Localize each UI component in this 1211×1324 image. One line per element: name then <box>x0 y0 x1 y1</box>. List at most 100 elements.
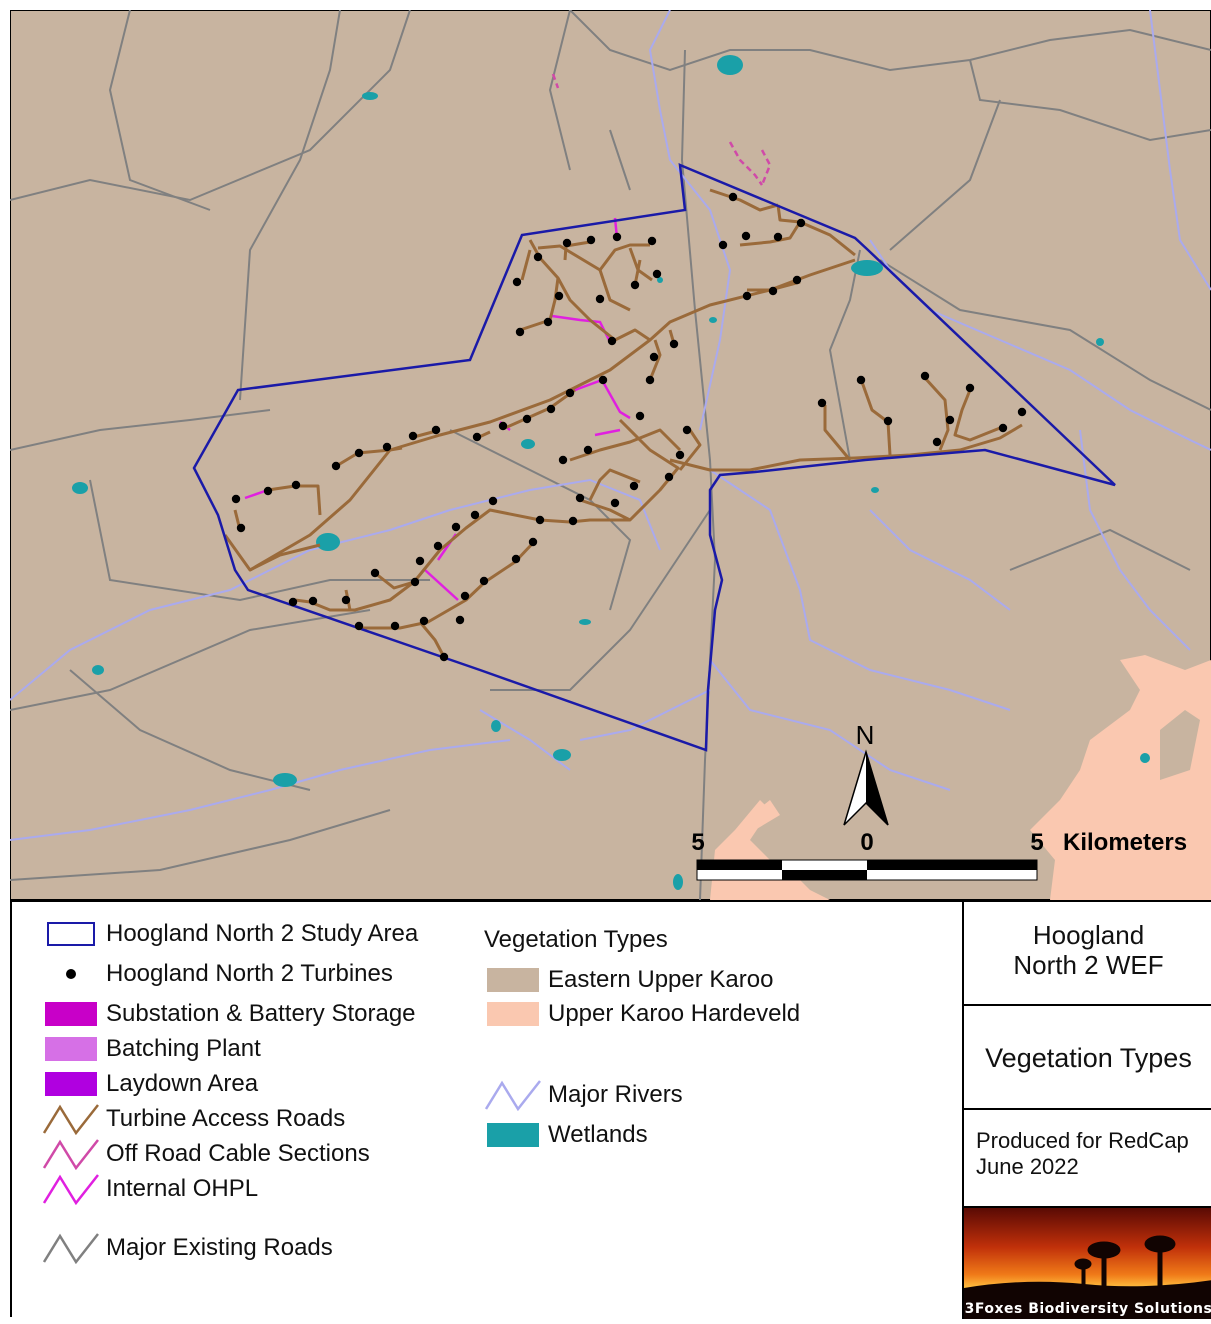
legend-item-batching-plant: Batching Plant <box>42 1033 261 1065</box>
turbine-marker <box>535 515 545 525</box>
turbine-marker <box>419 616 429 626</box>
scale-label-right: 5 <box>1030 829 1043 856</box>
north-arrow-label: N <box>856 720 875 750</box>
logo-text: 3Foxes Biodiversity Solutions <box>964 1301 1211 1317</box>
turbine-marker <box>231 494 241 504</box>
turbine-marker <box>415 556 425 566</box>
turbine-marker <box>511 554 521 564</box>
turbine-marker <box>568 516 578 526</box>
turbine-marker <box>341 595 351 605</box>
batching-plant-swatch <box>45 1037 97 1061</box>
turbine-marker <box>354 448 364 458</box>
turbine-marker <box>1017 407 1027 417</box>
turbine-marker <box>515 327 525 337</box>
turbine-marker <box>682 425 692 435</box>
legend-item-laydown-area: Laydown Area <box>42 1068 258 1100</box>
turbine-marker <box>595 294 605 304</box>
turbine-marker <box>460 591 470 601</box>
turbine-marker <box>472 432 482 442</box>
vegetation-heading: Vegetation Types <box>484 926 668 953</box>
legend-label: Major Existing Roads <box>106 1234 333 1261</box>
turbine-marker <box>583 445 593 455</box>
turbine-marker <box>439 652 449 662</box>
turbine-marker <box>370 568 380 578</box>
turbine-marker <box>546 404 556 414</box>
turbine-marker <box>612 232 622 242</box>
legend-label: Hoogland North 2 Study Area <box>106 920 419 947</box>
turbine-marker <box>565 388 575 398</box>
turbine-marker <box>741 231 751 241</box>
project-title-line2: North 2 WEF <box>1013 950 1164 980</box>
study-area-swatch <box>47 922 95 946</box>
turbine-marker <box>451 522 461 532</box>
turbine-marker <box>773 232 783 242</box>
turbine-marker <box>562 238 572 248</box>
production-date: June 2022 <box>976 1154 1079 1179</box>
turbine-marker <box>932 437 942 447</box>
turbine-marker <box>883 416 893 426</box>
turbine-marker <box>792 275 802 285</box>
turbine-marker <box>522 414 532 424</box>
eastern-upper-karoo-area <box>10 10 1211 900</box>
turbine-marker <box>728 192 738 202</box>
wetlands <box>72 55 1150 890</box>
production-note: Produced for RedCap June 2022 <box>964 1110 1211 1208</box>
title-block: Hoogland North 2 WEF Vegetation Types Pr… <box>962 902 1211 1319</box>
legend-label: Upper Karoo Hardeveld <box>548 1000 801 1027</box>
turbine-marker <box>512 277 522 287</box>
turbine-marker <box>742 291 752 301</box>
turbine-marker <box>664 472 674 482</box>
project-title-line1: Hoogland <box>1032 920 1145 950</box>
laydown-area-swatch <box>45 1072 97 1096</box>
wetlands-swatch <box>487 1123 539 1147</box>
legend-item-turbines: Hoogland North 2 Turbines <box>42 958 393 990</box>
turbine-marker <box>607 336 617 346</box>
turbine-marker <box>263 486 273 496</box>
turbine-marker <box>382 442 392 452</box>
legend-label: Laydown Area <box>106 1070 259 1097</box>
upper-karoo-hardeveld-swatch <box>487 1002 539 1026</box>
turbine-marker <box>498 421 508 431</box>
turbines <box>231 192 1027 662</box>
turbine-marker <box>945 415 955 425</box>
legend-item-study-area: Hoogland North 2 Study Area <box>42 918 418 950</box>
legend-item-major-rivers: Major Rivers <box>484 1079 683 1111</box>
legend-item-upper-karoo-hardeveld: Upper Karoo Hardeveld <box>484 998 800 1030</box>
zigzag-line-icon <box>42 1174 99 1205</box>
legend-label: Off Road Cable Sections <box>106 1140 370 1167</box>
turbine-marker <box>598 375 608 385</box>
turbine-marker <box>543 317 553 327</box>
turbine-marker <box>408 431 418 441</box>
legend-item-substation: Substation & Battery Storage <box>42 998 416 1030</box>
turbine-marker <box>479 576 489 586</box>
legend-item-wetlands: Wetlands <box>484 1119 648 1151</box>
turbine-marker <box>796 218 806 228</box>
turbine-marker <box>291 480 301 490</box>
off-road-cable-sections <box>551 73 772 186</box>
zigzag-line-icon <box>484 1080 541 1111</box>
turbine-marker <box>433 541 443 551</box>
turbine-marker <box>675 450 685 460</box>
legend-label: Turbine Access Roads <box>106 1105 346 1132</box>
map-subject: Vegetation Types <box>964 1006 1211 1110</box>
turbine-marker <box>768 286 778 296</box>
turbine-dot-icon <box>66 969 76 979</box>
turbine-marker <box>649 352 659 362</box>
turbine-marker <box>554 291 564 301</box>
turbine-marker <box>558 455 568 465</box>
project-title: Hoogland North 2 WEF <box>964 902 1211 1006</box>
turbine-marker <box>817 398 827 408</box>
turbine-marker <box>288 597 298 607</box>
legend-item-cable-sections: Off Road Cable Sections <box>42 1138 370 1170</box>
turbine-marker <box>718 240 728 250</box>
turbine-marker <box>647 236 657 246</box>
turbine-marker <box>630 280 640 290</box>
turbine-marker <box>610 498 620 508</box>
turbine-marker <box>652 269 662 279</box>
company-logo: 3Foxes Biodiversity Solutions <box>964 1208 1211 1319</box>
turbine-marker <box>533 252 543 262</box>
turbine-marker <box>331 461 341 471</box>
legend-item-existing-roads: Major Existing Roads <box>42 1232 333 1264</box>
map-frame[interactable]: N 5 0 5 Kilometers <box>10 10 1211 900</box>
scale-label-middle: 0 <box>860 829 873 856</box>
